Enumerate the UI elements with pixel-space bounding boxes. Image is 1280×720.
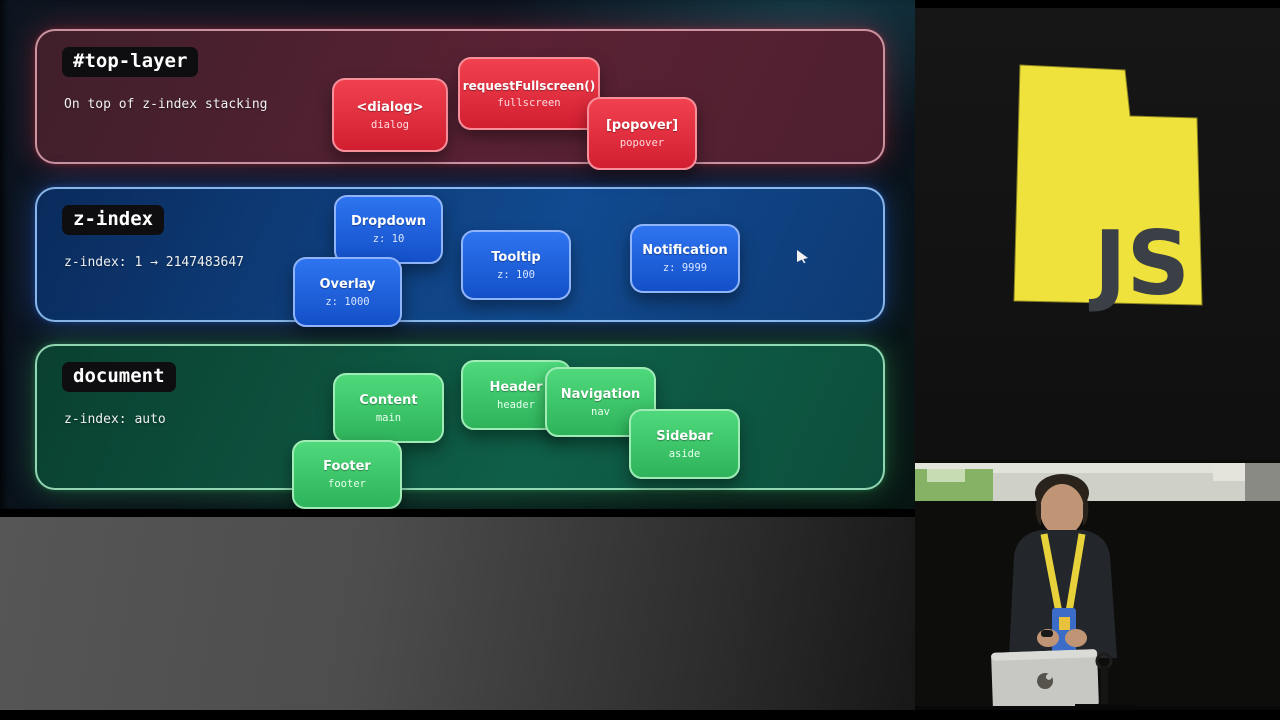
node-overlay-title: Overlay xyxy=(319,276,376,292)
presenter-face xyxy=(1040,484,1084,536)
node-tooltip-sub: z: 100 xyxy=(497,268,535,281)
node-notification: Notification z: 9999 xyxy=(630,224,740,293)
presenter-hand-right xyxy=(1065,629,1087,647)
node-header-title: Header xyxy=(489,379,543,395)
node-footer-sub: footer xyxy=(328,478,366,490)
node-dialog: <dialog> dialog xyxy=(332,78,448,152)
node-overlay: Overlay z: 1000 xyxy=(293,257,402,327)
node-dropdown-sub: z: 10 xyxy=(372,233,405,245)
node-content-title: Content xyxy=(359,392,418,408)
node-footer: Footer footer xyxy=(292,440,402,509)
utah-js-icon: JS xyxy=(1013,64,1203,315)
node-sidebar-sub: aside xyxy=(668,447,701,460)
node-dropdown: Dropdown z: 10 xyxy=(334,195,443,264)
node-popover-sub: popover xyxy=(619,137,665,149)
node-fullscreen-title: requestFullscreen() xyxy=(462,78,596,93)
section-z-index: z-index z-index: 1 → 2147483647 xyxy=(35,187,885,322)
node-content-sub: main xyxy=(375,411,402,424)
lanyard-right xyxy=(1064,533,1086,619)
utahjs-logo: JS xyxy=(1012,58,1217,320)
desk-area xyxy=(0,517,915,710)
presenter-shirt xyxy=(1009,530,1117,658)
right-panel: JS xyxy=(915,8,1280,710)
node-notification-title: Notification xyxy=(642,243,728,258)
section-title-document: document xyxy=(62,362,176,392)
node-fullscreen: requestFullscreen() fullscreen xyxy=(458,57,600,130)
node-footer-title: Footer xyxy=(323,459,371,474)
section-title-top-layer: #top-layer xyxy=(62,47,199,77)
section-subtitle-document: z-index: auto xyxy=(64,412,166,427)
node-sidebar: Sidebar aside xyxy=(629,409,740,479)
logo-js-text: JS xyxy=(1089,212,1190,315)
section-subtitle-top-layer: On top of z-index stacking xyxy=(64,97,268,112)
node-tooltip-title: Tooltip xyxy=(491,249,541,265)
node-dialog-sub: dialog xyxy=(371,118,409,131)
node-popover: [popover] popover xyxy=(587,97,697,170)
presenter-video xyxy=(915,460,1280,710)
slide-z-index-stacking: #top-layer On top of z-index stacking z-… xyxy=(0,0,915,509)
laptop xyxy=(991,649,1099,710)
section-subtitle-z-index: z-index: 1 → 2147483647 xyxy=(64,255,245,270)
section-document: document z-index: auto xyxy=(35,344,885,490)
node-dropdown-title: Dropdown xyxy=(351,214,426,229)
node-dialog-title: <dialog> xyxy=(356,99,424,115)
node-overlay-sub: z: 1000 xyxy=(325,295,370,308)
letterbox-bottom xyxy=(0,710,1280,720)
node-header-sub: header xyxy=(497,398,535,411)
node-navigation-title: Navigation xyxy=(560,386,641,402)
section-title-z-index: z-index xyxy=(62,205,165,235)
node-tooltip: Tooltip z: 100 xyxy=(461,230,571,300)
node-notification-sub: z: 9999 xyxy=(662,262,708,274)
lanyard-left xyxy=(1040,533,1064,619)
node-sidebar-title: Sidebar xyxy=(656,428,713,444)
node-content: Content main xyxy=(333,373,444,443)
node-popover-title: [popover] xyxy=(605,118,679,133)
mouse-cursor xyxy=(797,250,808,263)
node-navigation-sub: nav xyxy=(591,405,610,418)
node-fullscreen-sub: fullscreen xyxy=(497,96,561,109)
